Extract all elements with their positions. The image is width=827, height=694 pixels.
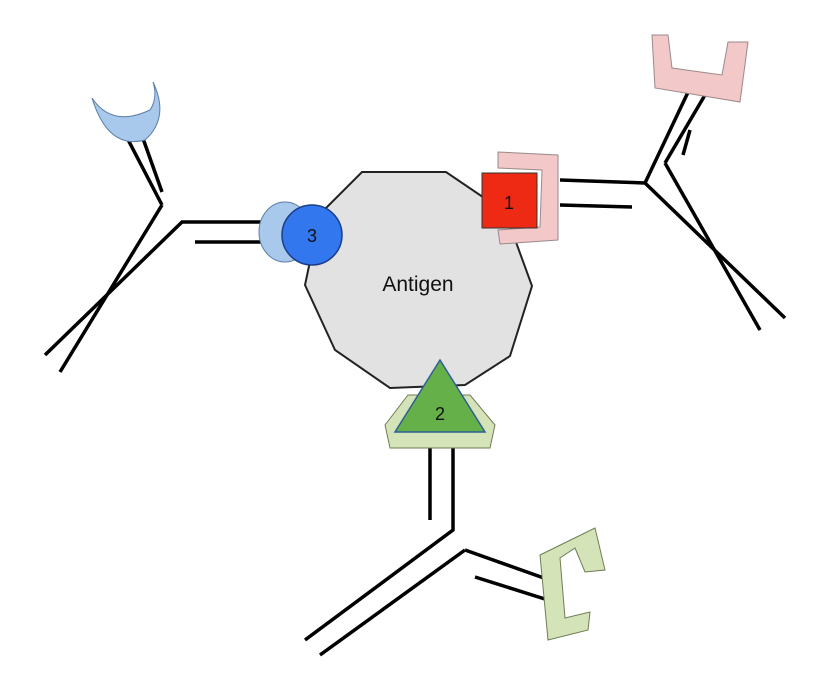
- antibody-right-arm-link: [681, 129, 692, 156]
- antibody-right-upper-arm: [643, 87, 692, 184]
- antibody-bottom-heavy-chain: [303, 445, 455, 642]
- epitope-1-square: [481, 172, 538, 229]
- antibody-right-light-chain: [559, 203, 633, 209]
- antibody-right-heavy-chain: [559, 178, 787, 320]
- antibody-left: [43, 129, 270, 373]
- antibody-left-heavy-chain-2: [58, 204, 164, 373]
- antibody-bottom-heavy-chain-2: [318, 548, 467, 657]
- antibody-right-heavy-chain-2: [663, 162, 762, 331]
- antibody-left-upper-arm: [121, 129, 164, 206]
- antibody-bottom-free-binding-site: [539, 527, 606, 641]
- antibody-bottom-lower-arm: [464, 548, 556, 584]
- antibody-left-heavy-chain: [43, 220, 270, 357]
- antibody-right-upper-arm-2: [663, 94, 707, 164]
- epitope-2-triangle: [393, 358, 487, 433]
- epitope-1-label: 1: [504, 193, 514, 213]
- antibody-bottom-lower-arm-2: [474, 575, 549, 602]
- epitope-3-circle: [281, 204, 343, 266]
- antibody-bottom: [303, 445, 556, 657]
- epitope-2-label: 2: [435, 404, 445, 424]
- antibody-right: [559, 87, 787, 331]
- epitope-3-label: 3: [307, 226, 317, 246]
- antigen-label: Antigen: [382, 273, 453, 296]
- antibody-left-free-binding-site: [91, 81, 161, 143]
- antibody-right-free-binding-site: [651, 34, 749, 103]
- antibody-right-binding-site: [497, 151, 559, 245]
